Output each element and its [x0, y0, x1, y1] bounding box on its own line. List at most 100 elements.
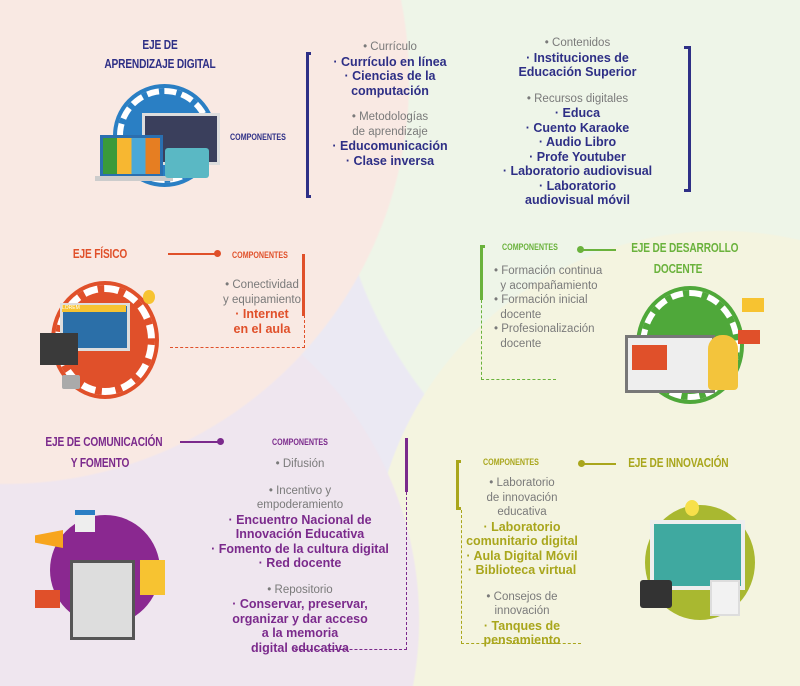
component-item: · Tanques de [483, 618, 561, 633]
component-item: · Currículo en línea [333, 54, 447, 69]
innovacion-bracket-bottom [456, 507, 461, 510]
component-item: · Conservar, preservar, [232, 597, 368, 611]
component-heading: educativa [497, 506, 547, 518]
fisico-dashed-border [170, 300, 305, 348]
fisico-components-label: COMPONENTES [232, 250, 288, 261]
digital-components-label: COMPONENTES [230, 132, 286, 143]
component-heading: y equipamiento [223, 293, 301, 306]
component-heading: • Formación inicial [494, 294, 588, 306]
component-heading: • Metodologías [351, 111, 429, 123]
component-heading: • Conectividad [225, 279, 299, 291]
component-heading: • Consejos de [486, 590, 558, 603]
component-item: · Clase inversa [345, 153, 435, 168]
component-item: · Encuentro Nacional de [228, 512, 372, 527]
component-item: · Red docente [258, 556, 342, 570]
fisico-connector-line [168, 253, 216, 255]
component-item: digital educativa [251, 640, 349, 655]
component-heading: • Currículo [363, 41, 417, 53]
component-heading: • Laboratorio [489, 477, 555, 489]
component-item: pensamiento [483, 633, 561, 647]
digital-bracket-left [306, 52, 309, 198]
component-heading: • Incentivo y [268, 484, 332, 497]
component-item: · Internet [235, 307, 289, 321]
innovacion-dashed-border [461, 510, 581, 644]
component-item: audiovisual móvil [525, 193, 630, 207]
docente-bracket-top [480, 245, 485, 248]
comunicacion-dashed-border [295, 492, 407, 650]
component-item: Innovación Educativa [235, 527, 365, 541]
docente-dashed-border [481, 300, 556, 380]
component-heading: y acompañamiento [494, 279, 598, 292]
digital-bracket-right [688, 46, 691, 192]
component-item: · Laboratorio [538, 178, 617, 193]
fisico-screen-text: LOREM [62, 305, 126, 312]
comunicacion-title-line1: EJE DE COMUNICACIÓN [45, 434, 163, 449]
component-item: · Educa [554, 106, 601, 120]
component-heading: • Contenidos [544, 37, 611, 49]
spacer [200, 472, 400, 484]
innovacion-title: EJE DE INNOVACIÓN [628, 455, 729, 470]
docente-connector-dot [577, 246, 584, 253]
fisico-bracket [302, 254, 305, 316]
comunicacion-components-label: COMPONENTES [272, 437, 328, 448]
digital-bracket-right-bottom [684, 189, 689, 192]
fisico-connector-dot [214, 250, 221, 257]
component-item: · Educomunicación [332, 139, 448, 153]
innovacion-components-label: COMPONENTES [483, 457, 539, 468]
innovacion-connector-dot [578, 460, 585, 467]
component-heading: empoderamiento [256, 499, 344, 511]
innovacion-illustration [625, 500, 775, 625]
spacer [200, 571, 400, 583]
digital-bracket-left-bottom [306, 195, 311, 198]
component-heading: innovación [494, 605, 550, 617]
component-heading: • Formación continua [494, 265, 603, 277]
innovacion-components: • Laboratorio de innovación educativa· Lab… [452, 476, 592, 648]
component-heading: de innovación [486, 491, 558, 504]
component-heading: • Profesionalización [494, 323, 595, 335]
docente-title-line2: DOCENTE [653, 261, 703, 276]
component-heading: de aprendizaje [352, 125, 428, 138]
component-item: · Fomento de la cultura digital [211, 541, 389, 556]
component-item: · Ciencias de la [344, 69, 436, 83]
fisico-title: EJE FÍSICO [72, 246, 128, 261]
component-item: a la memoria [261, 626, 339, 640]
comunicacion-title: EJE DE COMUNICACIÓN Y FOMENTO [45, 434, 163, 470]
spacer [452, 578, 592, 590]
component-item: · Laboratorio [483, 519, 561, 534]
digital-illustration [95, 84, 225, 188]
digital-bracket-right-top [684, 46, 689, 49]
docente-title: EJE DE DESARROLLO DOCENTE [631, 240, 739, 276]
component-item: en el aula [233, 321, 291, 336]
spacer [490, 80, 665, 92]
innovacion-connector-line [583, 463, 616, 465]
component-item: · Aula Digital Móvil [466, 548, 578, 563]
component-heading: docente [494, 308, 542, 321]
component-item: · Cuento Karaoke [525, 120, 630, 135]
spacer [320, 98, 460, 110]
component-heading: • Repositorio [267, 583, 333, 596]
comunicacion-connector-dot [217, 438, 224, 445]
component-item: · Laboratorio audiovisual [502, 164, 653, 178]
comunicacion-connector-line [180, 441, 220, 443]
docente-bracket [480, 245, 483, 300]
component-item: · Biblioteca virtual [467, 563, 577, 577]
digital-components-col1: • Currículo· Currículo en línea· Ciencia… [320, 40, 460, 168]
docente-components: • Formación continua y acompañamiento • F… [494, 264, 624, 351]
component-heading: docente [494, 337, 542, 350]
comunicacion-illustration [30, 500, 170, 645]
comunicacion-title-line2: Y FOMENTO [70, 455, 130, 470]
innovacion-bracket-top [456, 460, 461, 463]
docente-connector-line [582, 249, 616, 251]
comunicacion-components: • Difusión • Incentivo y empoderamiento· E… [200, 457, 400, 655]
component-item: · Audio Libro [538, 135, 617, 149]
digital-title-line1: EJE DE [142, 37, 178, 52]
component-item: Educación Superior [518, 65, 637, 79]
component-item: organizar y dar acceso [232, 611, 368, 626]
docente-title-line1: EJE DE DESARROLLO [631, 240, 739, 255]
component-item: · Instituciones de [526, 50, 629, 65]
component-heading: • Recursos digitales [526, 92, 629, 105]
component-item: · Profe Youtuber [529, 149, 626, 164]
component-heading: • Difusión [275, 458, 325, 470]
digital-title: EJE DE APRENDIZAJE DIGITAL [82, 37, 238, 71]
